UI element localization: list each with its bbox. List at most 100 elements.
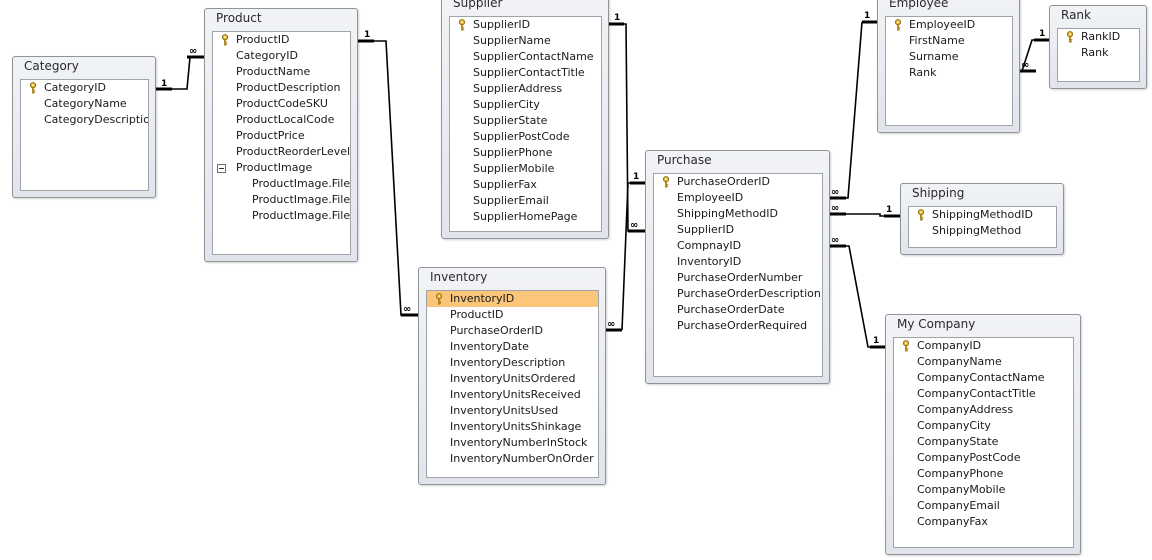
field-row[interactable]: PurchaseOrderID [654,174,822,190]
field-row[interactable]: ShippingMethod [909,223,1056,239]
field-row[interactable]: FirstName [886,33,1012,49]
field-row[interactable]: SupplierContactTitle [450,65,601,81]
field-row[interactable]: CompanyState [894,434,1073,450]
field-row[interactable]: SupplierPostCode [450,129,601,145]
field-row[interactable]: CategoryDescriptio [21,112,148,128]
field-row[interactable]: Surname [886,49,1012,65]
field-row[interactable]: ProductImage.File [213,192,350,208]
field-row[interactable]: PurchaseOrderID [427,323,598,339]
field-row[interactable]: CompanyContactName [894,370,1073,386]
relationship-mycompany-purchase[interactable]: 1 ∞ [830,235,885,349]
field-row[interactable]: CompanyMobile [894,482,1073,498]
field-row[interactable]: InventoryDate [427,339,598,355]
minus-box-icon[interactable] [217,164,226,173]
field-row[interactable]: CompanyName [894,354,1073,370]
field-row[interactable]: SupplierContactName [450,49,601,65]
field-row[interactable]: CompnayID [654,238,822,254]
field-row[interactable]: InventoryID [427,291,598,307]
field-row[interactable]: InventoryUnitsShinkage [427,419,598,435]
field-row[interactable]: SupplierFax [450,177,601,193]
field-row[interactable]: Rank [886,65,1012,81]
table-title[interactable]: Inventory [430,270,488,284]
field-row[interactable]: PurchaseOrderDate [654,302,822,318]
field-row[interactable]: PurchaseOrderDescription [654,286,822,302]
table-title[interactable]: Rank [1061,8,1091,22]
field-row[interactable]: SupplierID [654,222,822,238]
field-row[interactable]: CompanyContactTitle [894,386,1073,402]
field-row[interactable]: CompanyPostCode [894,450,1073,466]
relationship-purchase-inventory[interactable]: 1 ∞ [606,172,645,332]
field-row[interactable]: CompanyEmail [894,498,1073,514]
field-row[interactable]: ProductCodeSKU [213,96,350,112]
relationship-category-product[interactable]: 1 ∞ [156,46,204,91]
field-row[interactable]: SupplierMobile [450,161,601,177]
table-title[interactable]: My Company [897,317,976,331]
field-row[interactable]: PurchaseOrderRequired [654,318,822,334]
table-title[interactable]: Shipping [912,186,965,200]
field-row[interactable]: ShippingMethodID [909,207,1056,223]
field-row[interactable]: ProductPrice [213,128,350,144]
field-row[interactable]: InventoryNumberInStock [427,435,598,451]
relationship-shipping-purchase[interactable]: 1 ∞ [830,203,900,218]
field-row[interactable]: ProductImage [213,160,350,176]
field-row[interactable]: ProductID [427,307,598,323]
field-row[interactable]: CompanyID [894,338,1073,354]
field-row[interactable]: ShippingMethodID [654,206,822,222]
table-title[interactable]: Supplier [453,0,503,10]
field-row[interactable]: ProductName [213,64,350,80]
field-row[interactable]: EmployeeID [886,17,1012,33]
field-row[interactable]: SupplierHomePage [450,209,601,225]
field-row[interactable]: CategoryID [21,80,148,96]
field-row[interactable]: CategoryID [213,48,350,64]
field-row[interactable]: CompanyFax [894,514,1073,530]
relationship-product-inventory[interactable]: 1 ∞ [358,30,418,317]
field-row[interactable]: SupplierPhone [450,145,601,161]
field-row[interactable]: InventoryUnitsReceived [427,387,598,403]
field-row[interactable]: EmployeeID [654,190,822,206]
field-row[interactable]: SupplierCity [450,97,601,113]
field-row[interactable]: PurchaseOrderNumber [654,270,822,286]
field-row[interactable]: ProductDescription [213,80,350,96]
table-title[interactable]: Product [216,11,262,25]
field-row[interactable]: Rank [1058,45,1139,61]
field-row[interactable]: InventoryUnitsOrdered [427,371,598,387]
field-row[interactable]: InventoryNumberOnOrder [427,451,598,467]
field-row[interactable]: SupplierEmail [450,193,601,209]
field-row[interactable]: InventoryUnitsUsed [427,403,598,419]
field-row[interactable]: RankID [1058,29,1139,45]
relationship-rank-employee[interactable]: 1 ∞ [1020,29,1049,73]
field-row[interactable]: CompanyPhone [894,466,1073,482]
table-title[interactable]: Employee [889,0,949,10]
field-row[interactable]: ProductID [213,32,350,48]
field-row[interactable]: CompanyCity [894,418,1073,434]
relationship-employee-purchase[interactable]: 1 ∞ [830,11,877,200]
table-title[interactable]: Category [24,59,79,73]
field-row[interactable]: SupplierState [450,113,601,129]
field-row[interactable]: InventoryDescription [427,355,598,371]
field-row[interactable]: ProductImage.File [213,176,350,192]
field-row[interactable]: ProductReorderLevel [213,144,350,160]
field-row[interactable]: SupplierName [450,33,601,49]
field-row[interactable]: ProductImage.File [213,208,350,224]
table-title[interactable]: Purchase [657,153,712,167]
field-row[interactable]: CompanyAddress [894,402,1073,418]
relationship-supplier-purchase[interactable]: 1 ∞ [609,13,645,233]
field-row[interactable]: InventoryID [654,254,822,270]
